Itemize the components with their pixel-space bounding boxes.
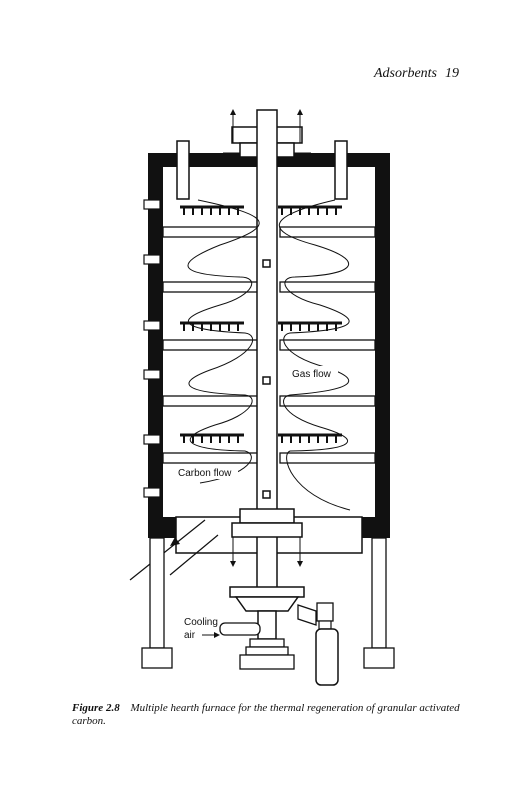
support-leg-left (149, 537, 165, 649)
furnace-figure: Gas flow Carbon flow Cooling air (120, 105, 420, 695)
carbon-flow-label: Carbon flow (178, 468, 232, 479)
figure-label: Figure (72, 702, 104, 714)
top-arrow-left-icon (230, 109, 236, 115)
furnace-diagram: Gas flow Carbon flow Cooling air (129, 109, 395, 686)
bottom-arrow-left-icon (230, 561, 236, 567)
hearth (162, 339, 259, 351)
discharge-arrow-icon (170, 537, 180, 546)
hearth (162, 452, 259, 464)
hearth (279, 281, 376, 293)
air-label: air (184, 630, 196, 641)
figure-number: 2.8 (105, 702, 120, 714)
figure-caption-text: Multiple hearth furnace for the thermal … (72, 702, 460, 727)
bottom-housing (239, 508, 295, 524)
hearth (279, 226, 376, 238)
feed-pipe-right (334, 140, 348, 200)
running-title: Adsorbents (374, 66, 437, 81)
support-leg-right (371, 537, 387, 649)
bottom-arrow-right-icon (297, 561, 303, 567)
page-number: 19 (445, 66, 459, 81)
carbon-flow-path (187, 199, 260, 484)
drive-motor (315, 628, 339, 686)
hearth (279, 339, 376, 351)
drive-base (239, 654, 295, 670)
hearth (279, 452, 376, 464)
hearth (162, 395, 259, 407)
running-head: Adsorbents 19 (374, 66, 459, 82)
gas-flow-label: Gas flow (292, 369, 332, 380)
cooling-air-pipe (219, 622, 261, 636)
cooling-label: Cooling (184, 617, 218, 628)
hearth (279, 395, 376, 407)
figure-caption: Figure 2.8 Multiple hearth furnace for t… (72, 702, 472, 728)
feed-pipe-left (176, 140, 190, 200)
drive-gear (229, 586, 305, 598)
top-arrow-right-icon (297, 109, 303, 115)
hearth (162, 281, 259, 293)
gas-flow-path (278, 199, 351, 511)
cooling-arrow-icon (214, 632, 220, 638)
